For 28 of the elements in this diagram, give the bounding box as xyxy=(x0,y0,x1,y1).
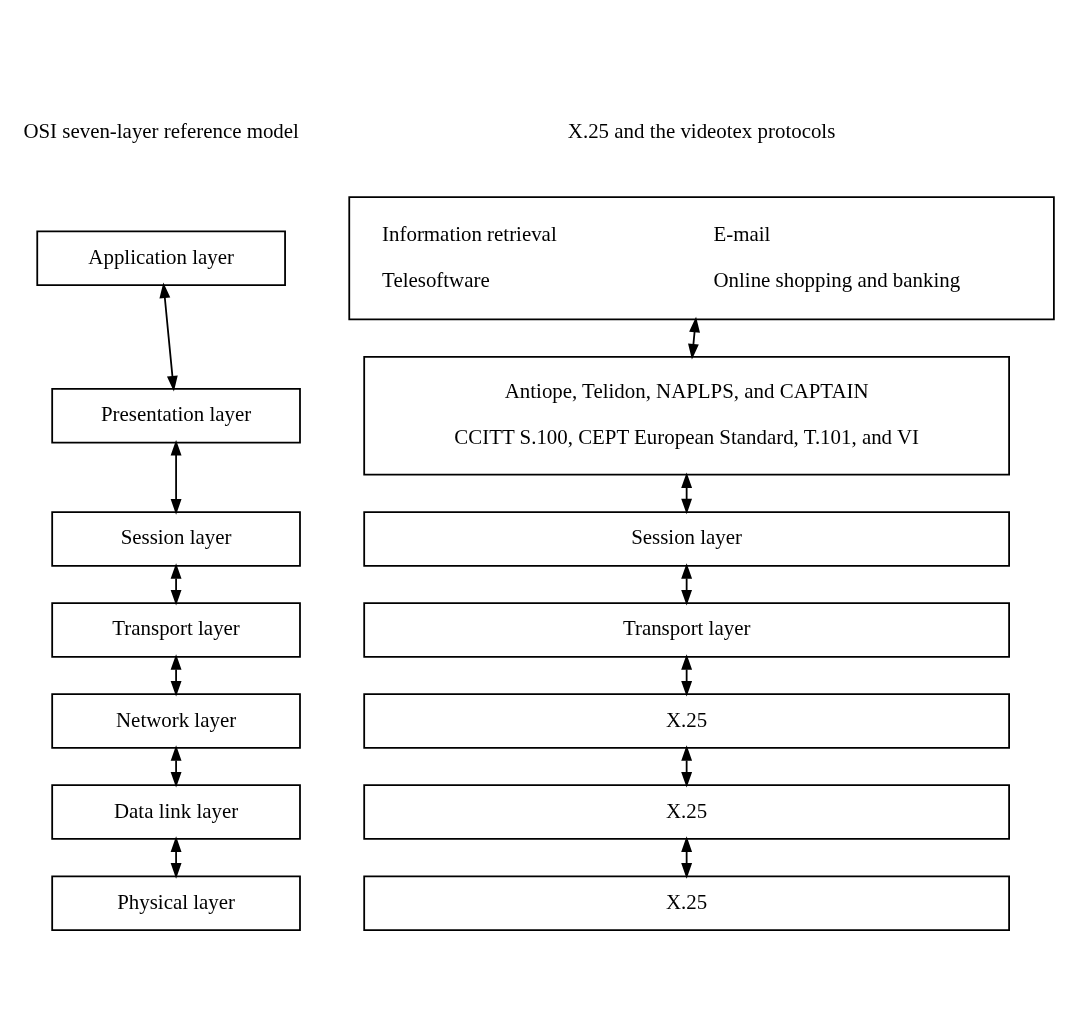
label: OSI seven-layer reference model xyxy=(23,118,299,143)
arrow xyxy=(170,439,182,515)
arrow xyxy=(170,562,182,605)
node-box: Network layer xyxy=(51,692,301,749)
node-box: Antiope, Telidon, NAPLPS, and CAPTAIN CCITT S.100, CEPT European Standard, T.101, and VI xyxy=(363,355,1010,476)
node-box: X.25 xyxy=(363,874,1010,931)
node-box: Transport layer xyxy=(51,601,301,658)
arrow xyxy=(688,316,700,359)
arrow xyxy=(170,835,182,879)
node-box: Data link layer xyxy=(51,783,301,840)
node-box: Physical layer xyxy=(51,874,301,931)
node-box: Session layer xyxy=(51,510,301,567)
label: X.25 and the videotex protocols xyxy=(567,118,836,143)
arrow xyxy=(170,653,182,696)
node-box: Information retrieval E-mail Telesoftware Online shopping and banking xyxy=(348,195,1055,320)
arrow xyxy=(681,562,693,605)
arrow xyxy=(681,472,693,514)
arrow xyxy=(681,653,693,696)
node-box: Application layer xyxy=(36,229,286,286)
arrow xyxy=(170,744,182,788)
node-box: Presentation layer xyxy=(51,387,301,443)
node-box: Session layer xyxy=(363,510,1010,567)
arrow xyxy=(681,835,693,879)
node-box: X.25 xyxy=(363,783,1010,840)
arrow xyxy=(681,744,693,788)
node-box: X.25 xyxy=(363,692,1010,749)
node-box: Transport layer xyxy=(363,601,1010,658)
arrow xyxy=(159,282,178,391)
